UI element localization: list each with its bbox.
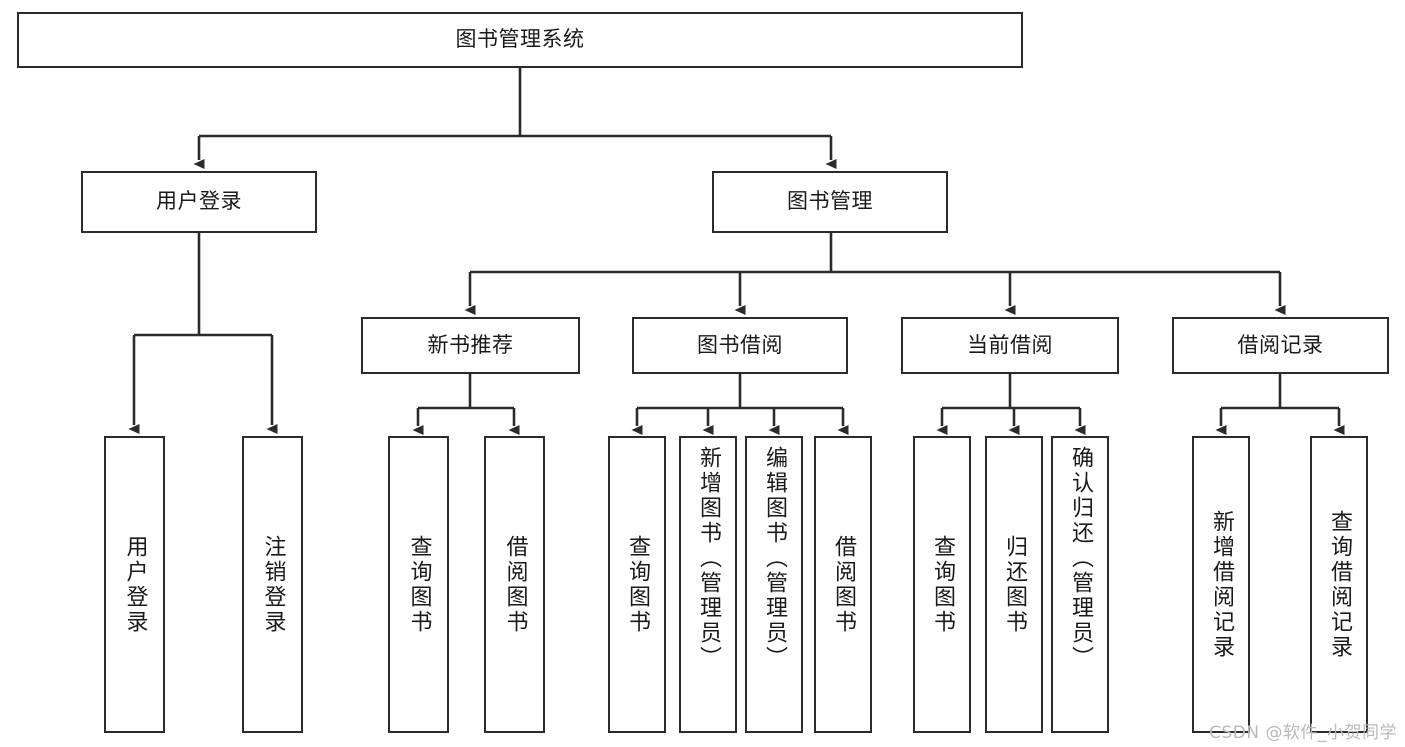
node-root-label: 图书管理系统 (455, 27, 585, 52)
node-leaf-borrow-book-1-label: 借阅图书 (502, 534, 528, 635)
node-leaf-logout-label: 注销登录 (260, 534, 286, 635)
node-leaf-query-book-1-label: 查询图书 (406, 534, 432, 635)
node-new-book-recommend-label: 新书推荐 (427, 332, 514, 357)
node-book-borrow-label: 图书借阅 (697, 332, 783, 357)
node-borrow-record[interactable]: 借阅记录 (1172, 317, 1389, 374)
node-leaf-add-record[interactable]: 新增借阅记录 (1192, 436, 1250, 733)
node-leaf-query-book-1[interactable]: 查询图书 (388, 436, 449, 733)
node-leaf-edit-book[interactable]: 编辑图书（管理员） (745, 436, 803, 733)
node-leaf-user-login[interactable]: 用户登录 (104, 436, 165, 733)
node-leaf-query-book-3[interactable]: 查询图书 (913, 436, 971, 733)
node-leaf-logout[interactable]: 注销登录 (242, 436, 303, 733)
node-leaf-confirm-return[interactable]: 确认归还（管理员） (1051, 436, 1109, 733)
node-leaf-add-book[interactable]: 新增图书（管理员） (679, 436, 737, 733)
node-book-management-label: 图书管理 (787, 189, 873, 214)
node-leaf-borrow-book-2[interactable]: 借阅图书 (814, 436, 872, 733)
node-leaf-query-record-label: 查询借阅记录 (1326, 509, 1352, 660)
node-leaf-query-record[interactable]: 查询借阅记录 (1310, 436, 1368, 733)
node-leaf-add-book-label: 新增图书（管理员） (695, 446, 721, 671)
node-current-borrow[interactable]: 当前借阅 (901, 317, 1119, 374)
node-leaf-query-book-3-label: 查询图书 (929, 534, 955, 635)
node-leaf-borrow-book-1[interactable]: 借阅图书 (484, 436, 545, 733)
node-book-management[interactable]: 图书管理 (712, 171, 948, 233)
node-book-borrow[interactable]: 图书借阅 (632, 317, 848, 374)
node-leaf-edit-book-label: 编辑图书（管理员） (761, 446, 787, 671)
node-leaf-query-book-2-label: 查询图书 (624, 534, 650, 635)
node-user-login[interactable]: 用户登录 (81, 171, 317, 233)
node-root[interactable]: 图书管理系统 (17, 12, 1023, 68)
node-leaf-query-book-2[interactable]: 查询图书 (608, 436, 666, 733)
node-user-login-label: 用户登录 (156, 189, 242, 214)
node-current-borrow-label: 当前借阅 (967, 332, 1053, 357)
node-leaf-confirm-return-label: 确认归还（管理员） (1067, 446, 1093, 671)
node-leaf-borrow-book-2-label: 借阅图书 (830, 534, 856, 635)
node-borrow-record-label: 借阅记录 (1237, 332, 1324, 357)
node-leaf-return-book[interactable]: 归还图书 (985, 436, 1043, 733)
watermark-text: CSDN @软件_小贺同学 (1209, 723, 1397, 743)
node-new-book-recommend[interactable]: 新书推荐 (361, 317, 580, 374)
node-leaf-return-book-label: 归还图书 (1001, 534, 1027, 635)
node-leaf-user-login-label: 用户登录 (122, 534, 148, 635)
node-leaf-add-record-label: 新增借阅记录 (1208, 509, 1234, 660)
